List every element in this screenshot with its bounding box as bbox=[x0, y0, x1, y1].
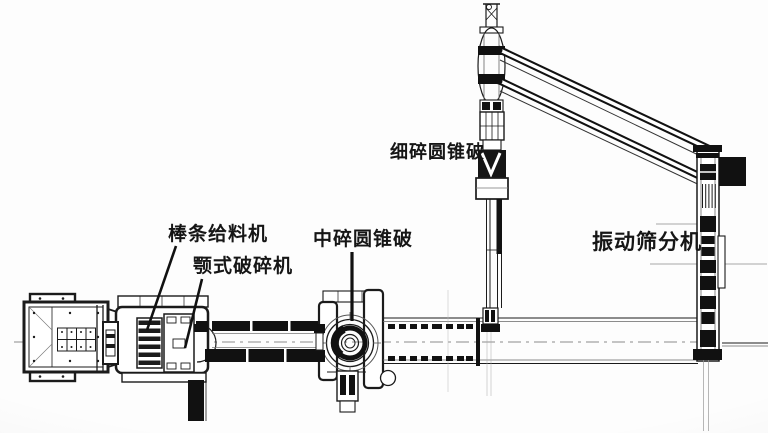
jaw-discharge-chute bbox=[188, 380, 207, 421]
jaw-crusher-plan bbox=[102, 295, 217, 421]
leader-lines bbox=[145, 245, 354, 349]
label-jaw-crusher: 颚式破碎机 bbox=[193, 254, 293, 277]
label-vibrating-screen: 振动筛分机 bbox=[592, 230, 702, 254]
crusher-head-block bbox=[478, 150, 506, 178]
cone-rings bbox=[319, 312, 381, 374]
cone-discharge bbox=[336, 370, 359, 413]
conveyor-cone-to-screen bbox=[383, 290, 698, 392]
conveyor-couplings bbox=[388, 318, 480, 366]
screen-ladder-section bbox=[702, 184, 716, 208]
leader-bar-feeder bbox=[145, 245, 178, 331]
label-medium-cone-crusher: 中碎圆锥破 bbox=[313, 227, 413, 250]
label-bar-feeder: 棒条给料机 bbox=[168, 222, 268, 245]
vibrating-screen-elevation bbox=[650, 145, 768, 431]
feeder-grate-grid bbox=[57, 327, 96, 352]
label-fine-cone-crusher: 细碎圆锥破 bbox=[390, 141, 485, 162]
conveyor-jaw-to-cone bbox=[196, 321, 322, 362]
inclined-conveyor-beams bbox=[495, 45, 718, 189]
tower-foot bbox=[481, 307, 500, 332]
tower-mast bbox=[483, 3, 500, 30]
medium-cone-crusher-plan bbox=[314, 288, 397, 413]
bar-feeder-plan bbox=[22, 292, 134, 383]
leader-jaw-crusher bbox=[183, 278, 204, 349]
labels: 棒条给料机 颚式破碎机 中碎圆锥破 细碎圆锥破 振动筛分机 bbox=[168, 141, 702, 277]
fine-cone-crusher-elevation bbox=[475, 3, 509, 396]
tower-legs bbox=[486, 199, 502, 308]
screen-drive-block bbox=[719, 157, 746, 186]
